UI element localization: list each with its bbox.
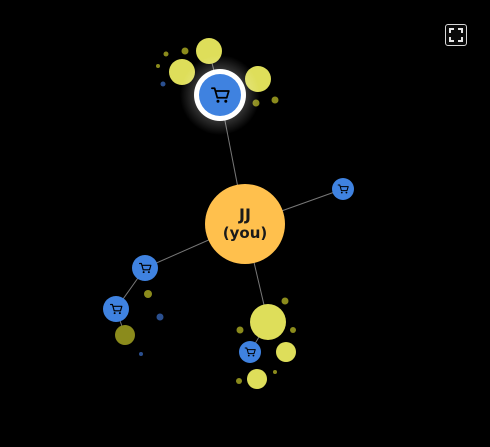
product-dot[interactable] [163,51,169,57]
product-bubble[interactable] [115,325,135,345]
product-dot[interactable] [144,290,152,298]
center-node-sub: (you) [222,224,268,242]
product-dot[interactable] [281,297,289,305]
product-bubble[interactable] [247,369,267,389]
product-dot[interactable] [156,64,160,68]
product-cluster-bottom [236,297,296,389]
cart-node-left-1[interactable] [132,255,158,281]
product-bubble[interactable] [250,304,286,340]
product-dot[interactable] [271,96,279,104]
product-dot[interactable] [236,326,244,334]
cart-node-body [239,341,261,363]
product-dot[interactable] [181,47,189,55]
cart-node-left-2[interactable] [103,296,129,322]
fullscreen-icon [449,28,463,42]
cart-node-body [199,74,241,116]
cart-node-body [103,296,129,322]
product-dot[interactable] [156,313,164,321]
center-node[interactable] [205,184,285,264]
product-bubble[interactable] [276,342,296,362]
product-dot[interactable] [290,327,296,333]
product-dot[interactable] [273,370,277,374]
product-dot[interactable] [139,352,143,356]
cart-node-top[interactable] [180,55,260,135]
cart-node-body [332,178,354,200]
product-dot[interactable] [236,378,242,384]
center-node-name: JJ [239,205,251,224]
product-cluster-left [115,290,164,356]
center-node-label: JJ (you) [205,184,285,264]
fullscreen-button[interactable] [445,24,467,46]
cart-node-right[interactable] [332,178,354,200]
cart-node-bottom[interactable] [239,341,261,363]
cart-node-body [132,255,158,281]
product-dot[interactable] [160,81,166,87]
